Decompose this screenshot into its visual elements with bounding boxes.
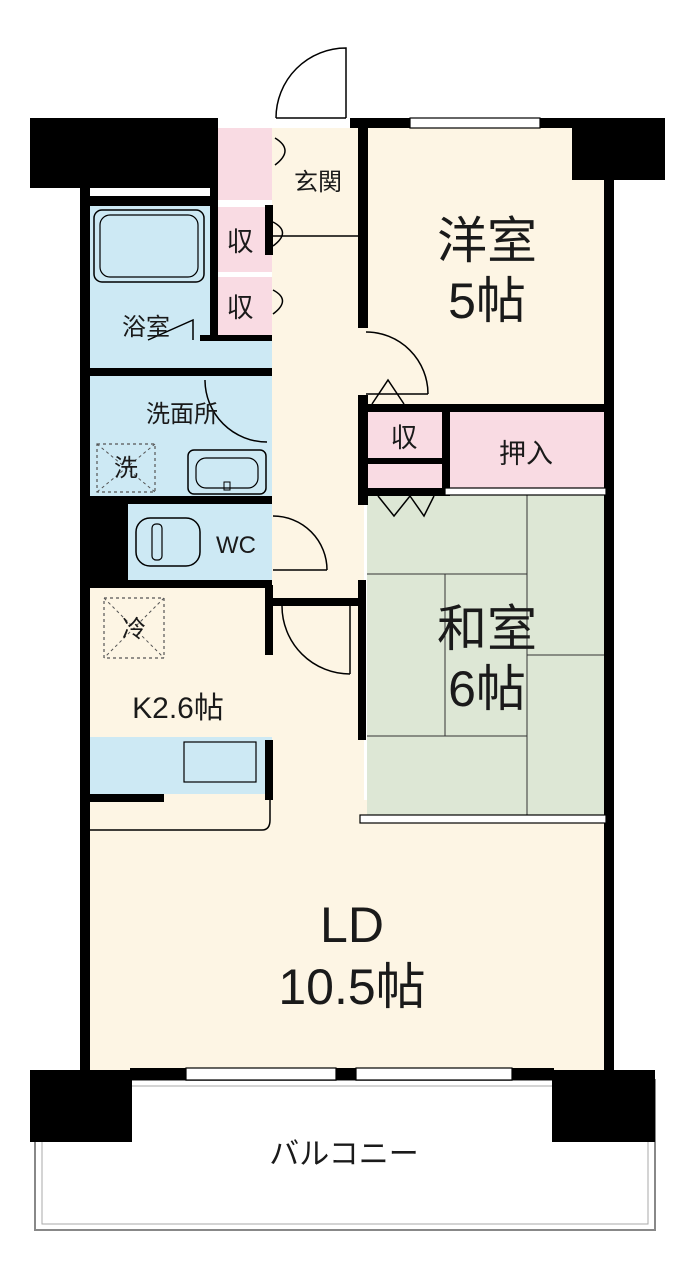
toilet-label: WC [216,532,256,559]
western-room-name: 洋室 [437,213,537,269]
storage-2-floor [214,277,272,337]
japanese-room-size: 6帖 [448,661,526,717]
fridge-label: 冷 [122,616,146,643]
balcony-label: バルコニー [269,1138,418,1171]
washer-space [96,443,156,493]
tatami-lines [367,495,606,815]
storage-3-label: 収 [391,423,418,453]
kitchen-counter [88,737,272,794]
kitchen-label: K2.6帖 [132,692,224,725]
washer-label: 洗 [114,455,138,482]
entrance-label: 玄関 [294,169,342,196]
windows [185,117,607,1081]
closet-floor [448,412,606,490]
sink [183,741,257,783]
bath-label: 浴室 [122,314,170,341]
japanese-room-name: 和室 [437,601,537,657]
storage-3-floor [367,410,442,460]
closet-label: 押入 [499,439,553,469]
washroom-label: 洗面所 [146,401,218,428]
toilet-bowl [135,517,201,567]
storage-2-label: 収 [227,293,254,323]
entrance-floor [214,128,272,200]
walls [30,118,665,1142]
washbasin [187,449,267,495]
western-room-size: 5帖 [448,273,526,329]
ld-name: LD [320,897,384,953]
bathtub [93,209,205,283]
storage-3b-floor [367,464,442,490]
doors [88,47,435,831]
hallway-floor [272,128,364,808]
storage-1-label: 収 [227,227,254,257]
fridge-space [103,597,165,659]
storage-1-floor [214,207,272,272]
ld-size: 10.5帖 [278,959,425,1015]
ld-floor [88,800,608,1072]
western-room-floor [364,128,608,410]
balcony-rail [41,1085,649,1225]
